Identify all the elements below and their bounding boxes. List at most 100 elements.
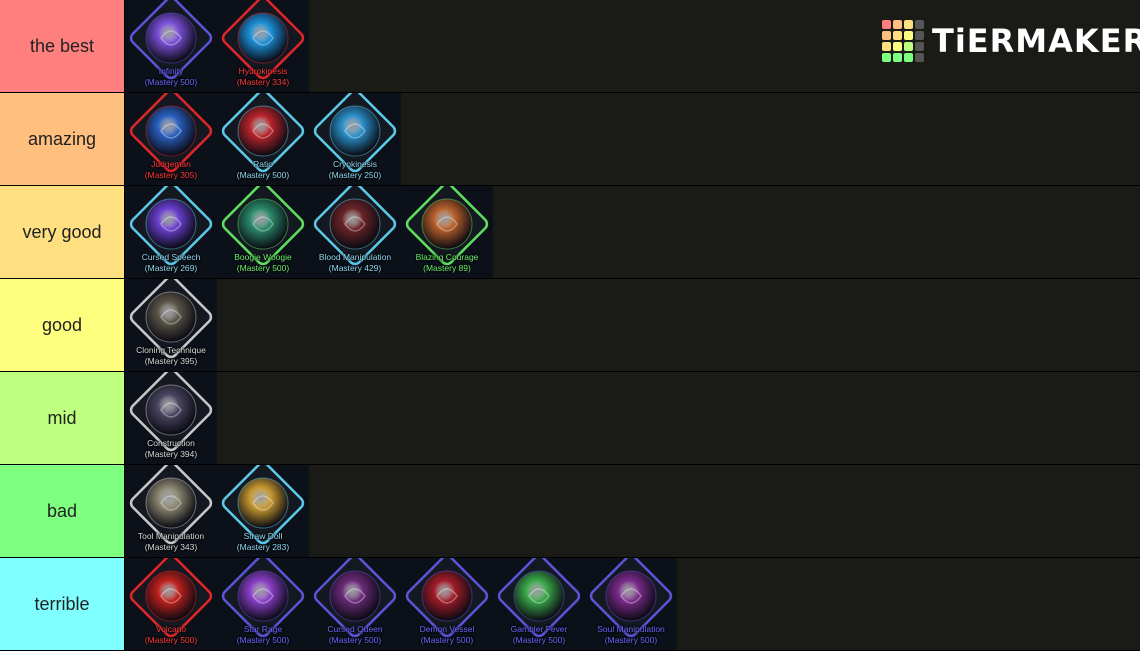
- item-name: Soul Manipulation: [597, 624, 665, 634]
- tier-items: Cloning Technique(Mastery 395): [125, 279, 217, 371]
- item-name: Cloning Technique: [136, 345, 206, 355]
- wave-icon: [221, 0, 305, 80]
- item-name: Cursed Speech: [141, 252, 201, 262]
- item-mastery: (Mastery 500): [144, 635, 198, 645]
- item-name: Cryokinesis: [333, 159, 377, 169]
- tier-item-card[interactable]: Soul Manipulation(Mastery 500): [585, 558, 677, 650]
- tier-item-card[interactable]: Infinity(Mastery 500): [125, 0, 217, 92]
- logo-cell: [915, 31, 924, 40]
- tier-item-card[interactable]: Cursed Speech(Mastery 269): [125, 186, 217, 278]
- logo-cell: [904, 31, 913, 40]
- logo-cell: [893, 53, 902, 62]
- item-mastery: (Mastery 500): [328, 635, 382, 645]
- tier-item-card[interactable]: Straw Doll(Mastery 283): [217, 465, 309, 557]
- logo-cell: [904, 53, 913, 62]
- infinity-icon: [129, 0, 213, 80]
- tier-item-card[interactable]: Blazing Courage(Mastery 89): [401, 186, 493, 278]
- tiermaker-wordmark: TiERMAKER: [932, 22, 1140, 60]
- volcano-icon: [129, 558, 213, 638]
- logo-cell: [904, 20, 913, 29]
- logo-cell: [882, 20, 891, 29]
- tier-label[interactable]: good: [0, 279, 125, 371]
- tier-label[interactable]: amazing: [0, 93, 125, 185]
- item-name: Straw Doll: [243, 531, 283, 541]
- item-mastery: (Mastery 500): [236, 170, 290, 180]
- tool-icon: [129, 465, 213, 545]
- item-mastery: (Mastery 395): [144, 356, 198, 366]
- tier-item-card[interactable]: Star Rage(Mastery 500): [217, 558, 309, 650]
- demon-vessel-icon: [405, 558, 489, 638]
- item-name: Infinity: [158, 66, 184, 76]
- tier-label[interactable]: very good: [0, 186, 125, 278]
- item-mastery: (Mastery 305): [144, 170, 198, 180]
- clone-icon: [129, 279, 213, 359]
- logo-cell: [882, 42, 891, 51]
- cursed-speech-icon: [129, 186, 213, 266]
- item-name: Gambler Fever: [510, 624, 568, 634]
- item-name: Star Rage: [243, 624, 283, 634]
- item-name: Blazing Courage: [415, 252, 479, 262]
- item-mastery: (Mastery 500): [236, 635, 290, 645]
- tier-items: Construction(Mastery 394): [125, 372, 217, 464]
- item-mastery: (Mastery 269): [144, 263, 198, 273]
- item-mastery: (Mastery 89): [423, 263, 471, 273]
- ratio-icon: [221, 93, 305, 173]
- item-mastery: (Mastery 429): [328, 263, 382, 273]
- tier-items: Infinity(Mastery 500)Hydrokinesis(Master…: [125, 0, 309, 92]
- item-mastery: (Mastery 250): [328, 170, 382, 180]
- flame-icon: [405, 186, 489, 266]
- construction-icon: [129, 372, 213, 452]
- item-name: Hydrokinesis: [238, 66, 288, 76]
- tier-item-card[interactable]: Cursed Queen(Mastery 500): [309, 558, 401, 650]
- 777-icon: [497, 558, 581, 638]
- tier-label[interactable]: mid: [0, 372, 125, 464]
- logo-cell: [882, 31, 891, 40]
- tier-item-card[interactable]: Construction(Mastery 394): [125, 372, 217, 464]
- item-name: Ratio: [253, 159, 273, 169]
- tier-item-card[interactable]: Hydrokinesis(Mastery 334): [217, 0, 309, 92]
- item-mastery: (Mastery 394): [144, 449, 198, 459]
- blood-drop-icon: [313, 186, 397, 266]
- item-name: Blood Manipulation: [318, 252, 392, 262]
- tier-item-card[interactable]: Boogie Woogie(Mastery 500): [217, 186, 309, 278]
- tier-items: Judgeman(Mastery 305)Ratio(Mastery 500)C…: [125, 93, 401, 185]
- tier-item-card[interactable]: Tool Manipulation(Mastery 343): [125, 465, 217, 557]
- item-mastery: (Mastery 343): [144, 542, 198, 552]
- tier-items: Cursed Speech(Mastery 269)Boogie Woogie(…: [125, 186, 493, 278]
- tier-label[interactable]: bad: [0, 465, 125, 557]
- tier-label[interactable]: the best: [0, 0, 125, 92]
- logo-cell: [915, 53, 924, 62]
- tier-item-card[interactable]: Volcano(Mastery 500): [125, 558, 217, 650]
- tier-item-card[interactable]: Cryokinesis(Mastery 250): [309, 93, 401, 185]
- tier-item-card[interactable]: Cloning Technique(Mastery 395): [125, 279, 217, 371]
- tier-item-card[interactable]: Gambler Fever(Mastery 500): [493, 558, 585, 650]
- straw-doll-icon: [221, 465, 305, 545]
- tier-item-card[interactable]: Demon Vessel(Mastery 500): [401, 558, 493, 650]
- item-mastery: (Mastery 500): [236, 263, 290, 273]
- tier-item-card[interactable]: Judgeman(Mastery 305): [125, 93, 217, 185]
- logo-cell: [915, 20, 924, 29]
- item-mastery: (Mastery 500): [604, 635, 658, 645]
- item-name: Tool Manipulation: [137, 531, 205, 541]
- item-mastery: (Mastery 334): [236, 77, 290, 87]
- tier-label[interactable]: terrible: [0, 558, 125, 650]
- scales-icon: [129, 93, 213, 173]
- boogie-woogie-icon: [221, 186, 305, 266]
- logo-cell: [893, 42, 902, 51]
- tier-item-card[interactable]: Ratio(Mastery 500): [217, 93, 309, 185]
- logo-cell: [915, 42, 924, 51]
- tier-item-card[interactable]: Blood Manipulation(Mastery 429): [309, 186, 401, 278]
- soul-icon: [589, 558, 673, 638]
- item-mastery: (Mastery 500): [420, 635, 474, 645]
- item-mastery: (Mastery 283): [236, 542, 290, 552]
- logo-cell: [904, 42, 913, 51]
- cursed-queen-icon: [313, 558, 397, 638]
- item-name: Volcano: [155, 624, 187, 634]
